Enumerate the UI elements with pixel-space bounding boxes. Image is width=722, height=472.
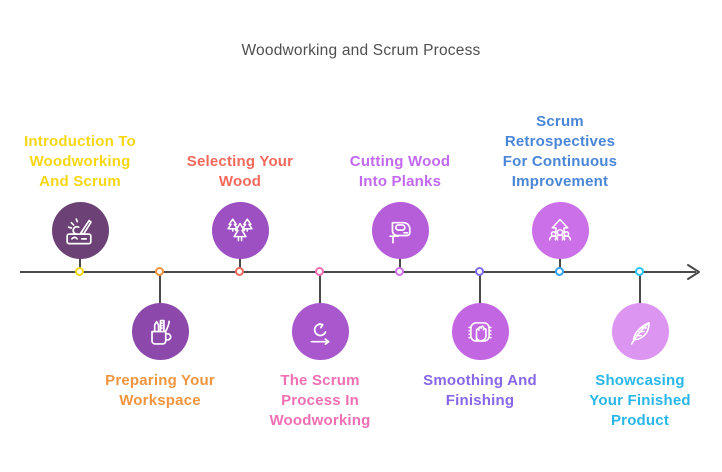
connector-line xyxy=(639,272,641,306)
wood-carving-icon xyxy=(62,213,98,249)
feather-icon xyxy=(622,314,658,350)
page-title: Woodworking and Scrum Process xyxy=(241,42,481,59)
connector-line xyxy=(479,272,481,306)
milestone-label: The Scrum Process In Woodworking xyxy=(269,372,371,429)
milestone-label: Smoothing And Finishing xyxy=(423,372,537,409)
jigsaw-icon xyxy=(382,213,418,249)
connector-line xyxy=(79,246,81,272)
milestone-circle xyxy=(51,202,109,259)
milestone-label: Selecting Your Wood xyxy=(186,153,294,190)
timeline-dot xyxy=(475,267,484,276)
connector-line xyxy=(159,272,161,306)
milestone-circle xyxy=(451,303,509,360)
timeline-dot xyxy=(315,267,324,276)
milestone-circle xyxy=(531,202,589,259)
milestone-label: Introduction To Woodworking And Scrum xyxy=(24,133,136,190)
timeline-dot xyxy=(75,267,84,276)
milestone-circle xyxy=(611,303,669,360)
milestone-circle xyxy=(291,303,349,360)
milestone-circle xyxy=(131,303,189,360)
milestone-circle xyxy=(211,202,269,259)
connector-line xyxy=(399,246,401,272)
timeline-dot xyxy=(555,267,564,276)
timeline-dot xyxy=(635,267,644,276)
milestone-circle xyxy=(371,202,429,259)
workspace-tools-icon xyxy=(142,314,178,350)
milestone-label: Preparing Your Workspace xyxy=(105,372,215,409)
team-improvement-icon xyxy=(542,213,578,249)
connector-line xyxy=(319,272,321,306)
pine-trees-icon xyxy=(222,213,258,249)
timeline-dot xyxy=(155,267,164,276)
timeline-dot xyxy=(235,267,244,276)
connector-line xyxy=(559,246,561,272)
milestone-label: Cutting Wood Into Planks xyxy=(349,153,451,190)
connector-line xyxy=(239,246,241,272)
sanding-hand-icon xyxy=(462,314,498,350)
milestone-label: Scrum Retrospectives For Continuous Impr… xyxy=(502,113,618,190)
timeline-dot xyxy=(395,267,404,276)
timeline-arrow-icon xyxy=(687,264,700,280)
scrum-loop-icon xyxy=(302,314,338,350)
milestone-label: Showcasing Your Finished Product xyxy=(589,372,691,429)
